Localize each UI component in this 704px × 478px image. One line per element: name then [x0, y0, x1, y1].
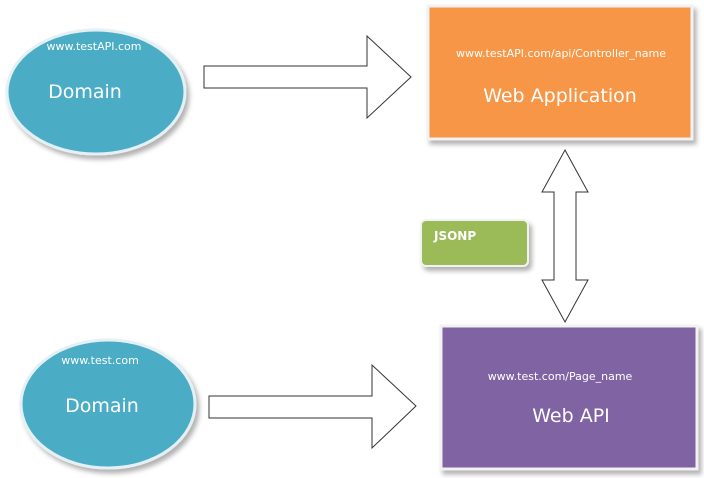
jsonp-tag-box — [420, 219, 529, 267]
domain-bottom-url: www.test.com — [61, 354, 139, 367]
web-application-box — [426, 4, 694, 141]
domain-top-ellipse — [5, 28, 187, 156]
arrow-right-bottom — [208, 363, 417, 450]
web-api-label: Web API — [532, 405, 610, 427]
domain-bottom-label: Domain — [65, 395, 139, 417]
domain-bottom-ellipse — [19, 338, 197, 470]
arrow-bidirectional — [541, 148, 589, 324]
web-application-label: Web Application — [483, 85, 637, 107]
domain-top-node: www.testAPI.com Domain — [5, 28, 187, 156]
jsonp-tag: JSONP — [420, 219, 529, 267]
domain-top-label: Domain — [48, 81, 122, 103]
web-api-box — [439, 324, 699, 471]
web-application-node: www.testAPI.com/api/Controller_name Web … — [426, 4, 694, 141]
web-api-node: www.test.com/Page_name Web API — [439, 324, 699, 471]
web-application-url: www.testAPI.com/api/Controller_name — [456, 47, 666, 60]
domain-bottom-node: www.test.com Domain — [19, 338, 197, 470]
jsonp-tag-label: JSONP — [433, 229, 476, 243]
arrow-right-top — [203, 34, 412, 120]
domain-top-url: www.testAPI.com — [47, 40, 142, 53]
web-api-url: www.test.com/Page_name — [488, 370, 633, 383]
